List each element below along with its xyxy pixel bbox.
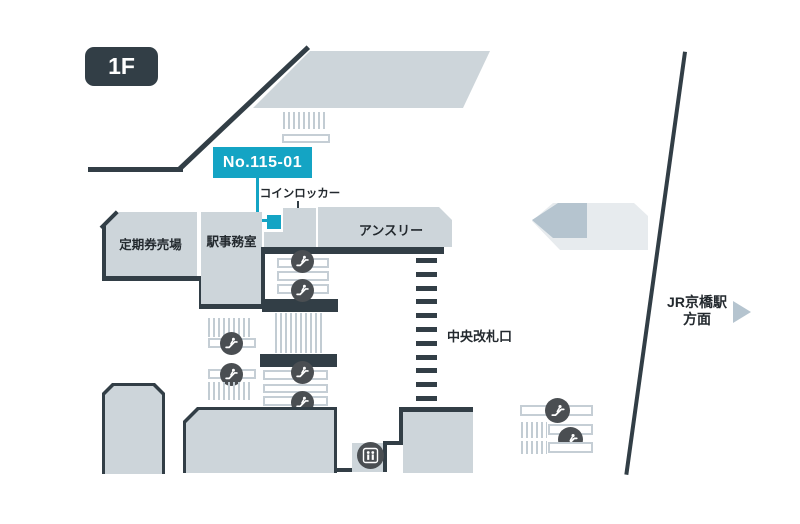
wall-block-middle [260, 354, 337, 367]
right-arrow-icon [733, 301, 751, 323]
commuter-pass-office-area [104, 212, 197, 278]
commuter-pass-office-label: 定期券売場 [119, 237, 182, 252]
escalator-icon [220, 332, 243, 355]
gate-dash [416, 355, 437, 360]
wall-bottom-right-left [399, 407, 403, 445]
gate-dash [416, 327, 437, 332]
ad-leader-line-vertical [256, 178, 259, 222]
stairs [521, 422, 547, 438]
stairs [208, 318, 252, 337]
platform-area-top [253, 51, 490, 108]
escalator-lane [548, 442, 593, 453]
stairs-wide [275, 313, 323, 353]
area-bottom-right [403, 412, 473, 473]
escalator-icon [291, 361, 314, 384]
coin-locker-label: コインロッカー [259, 188, 341, 200]
gate-dash [416, 341, 437, 346]
gate-dash [416, 313, 437, 318]
area-bottom-left [105, 386, 162, 474]
stairs-landing-outline [282, 134, 330, 143]
wall-bottom-right-top [399, 407, 473, 412]
escalator-icon [220, 363, 243, 386]
ad-location-tag: No.115-01 [213, 147, 312, 178]
gate-dash [416, 368, 437, 373]
wall-nook-right [383, 443, 387, 472]
ad-location-tag-label: No.115-01 [222, 153, 303, 171]
stairs [521, 441, 547, 454]
wall-nook-top [383, 441, 401, 445]
stairs [208, 382, 252, 400]
gate-dash [416, 396, 437, 401]
station-office-area [201, 212, 262, 304]
area-bottom-center [186, 410, 334, 473]
wall-block-office [262, 299, 338, 312]
gate-dash [416, 299, 437, 304]
ad-location-marker [267, 215, 281, 229]
wall-long-diagonal-right [624, 51, 687, 475]
escalator-lane [263, 384, 328, 393]
escalator-icon [291, 279, 314, 302]
ansley-store-label: アンスリー [358, 222, 424, 238]
jr-kyobashi-direction-label: JR京橋駅 方面 [667, 294, 727, 327]
floor-badge-label: 1F [108, 53, 135, 79]
wall-horizontal-under-ansley [261, 247, 444, 254]
left-arrow-icon [532, 203, 587, 238]
stairs-top [283, 112, 327, 129]
gate-dash [416, 382, 437, 387]
station-office-label: 駅事務室 [206, 234, 257, 249]
gate-dash [416, 286, 437, 291]
wall-vertical-concourse [261, 247, 265, 304]
escalator-icon [291, 250, 314, 273]
coin-locker-strip-area [264, 232, 316, 247]
floor-badge: 1F [85, 47, 158, 86]
restroom-icon [357, 442, 384, 469]
central-gate-label: 中央改札口 [447, 329, 513, 344]
ansley-store-area [318, 207, 452, 247]
escalator-icon [545, 398, 570, 423]
wall-office-bottom [199, 304, 264, 309]
wall-commuter-bottom [102, 276, 204, 281]
gate-dash [416, 258, 437, 263]
gate-dash [416, 272, 437, 277]
wall-segment-left [88, 167, 183, 172]
coin-locker-area [283, 208, 316, 235]
ad-leader-line-horizontal [256, 219, 269, 222]
wall-commuter-left [102, 226, 106, 279]
